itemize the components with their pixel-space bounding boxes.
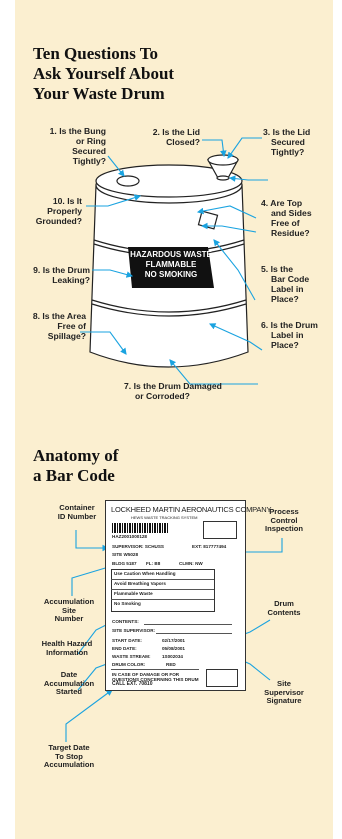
question-8: 8. Is the Area Free of Spillage? [32, 311, 86, 341]
callout-container-id: Container ID Number [57, 503, 97, 521]
card-inspection-box [203, 521, 237, 539]
question-9: 9. Is the Drum Leaking? [33, 265, 90, 285]
card-fl: FL: B8 [146, 561, 161, 566]
card-ext: EXT: 817777494 [192, 544, 227, 549]
question-4: 4. Are Top and Sides Free of Residue? [261, 198, 312, 238]
card-hazard-2: Avoid Breathing Vapors [114, 581, 166, 586]
callout-health-hazard: Health Hazard Information [41, 639, 93, 657]
section-title-anatomy: Anatomy of a Bar Code [33, 446, 119, 485]
card-end-date-label: END DATE: [112, 646, 137, 651]
callout-accumulation-site: Accumulation Site Number [43, 597, 95, 624]
card-damage-1: IN CASE OF DAMAGE OR FOR [112, 672, 180, 677]
card-call-ext: CALL EXT. 70810 [112, 681, 153, 687]
card-start-date-label: START DATE: [112, 638, 142, 643]
question-2: 2. Is the Lid Closed? [152, 127, 200, 147]
callout-site-supervisor: Site Supervisor Signature [264, 679, 304, 706]
callout-target-date: Target Date To Stop Accumulation [43, 743, 95, 770]
question-1: 1. Is the Bung or Ring Secured Tightly? [49, 126, 106, 166]
card-drum-color-label: DRUM COLOR: [112, 662, 146, 667]
card-drum-color: RED [166, 662, 176, 667]
drum-hazard-label [128, 247, 214, 288]
card-hazard-1: Use Caution When Handling [114, 571, 176, 576]
callout-drum-contents: Drum Contents [267, 599, 301, 617]
callout-process-control: Process Control Inspection [265, 507, 303, 534]
card-company: LOCKHEED MARTIN AERONAUTICS COMPANY [111, 505, 272, 514]
question-7: 7. Is the Drum Damaged or Corroded? [124, 381, 222, 401]
card-waste-stream-label: WASTE STREAM: [112, 654, 151, 659]
card-barcode-id: HAZ2001000128 [112, 534, 147, 539]
card-hazard-box [111, 569, 215, 612]
card-supervisor: SUPERVISOR: SCHUSS [112, 544, 164, 549]
card-waste-stream: 1S002034 [162, 654, 183, 659]
question-5: 5. Is the Bar Code Label in Place? [261, 264, 310, 304]
card-damage-2: QUESTIONS CONCERNING THIS DRUM [112, 677, 199, 682]
card-site-supervisor-label: SITE SUPERVISOR: [112, 628, 156, 633]
card-signature-box [206, 669, 238, 687]
card-contents-label: CONTENTS: [112, 619, 139, 624]
card-bldg: BLDG 5187 [112, 561, 137, 566]
card-hazard-4: No Smoking [114, 601, 141, 606]
card-clmn: CLMN: NW [179, 561, 203, 566]
question-10: 10. Is It Properly Grounded? [35, 196, 82, 226]
card-start-date: 02/17/2001 [162, 638, 185, 643]
section-title-ten-questions: Ten Questions To Ask Yourself About Your… [33, 44, 175, 103]
drum-label-text: HAZARDOUS WASTE FLAMMABLE NO SMOKING [130, 250, 212, 279]
card-hazard-3: Flammable Waste [114, 591, 153, 596]
barcode-card: LOCKHEED MARTIN AERONAUTICS COMPANY HEWS… [105, 500, 271, 691]
card-site: SITE W5028 [112, 552, 139, 557]
card-end-date: 05/08/2001 [162, 646, 185, 651]
card-system: HEWS WASTE TRACKING SYSTEM [131, 515, 198, 520]
question-6: 6. Is the Drum Label in Place? [261, 320, 318, 350]
callout-date-started: Date Accumulation Started [43, 670, 95, 697]
barcode-graphic [112, 523, 168, 533]
background-panel [15, 0, 333, 839]
question-3: 3. Is the Lid Secured Tightly? [263, 127, 311, 157]
